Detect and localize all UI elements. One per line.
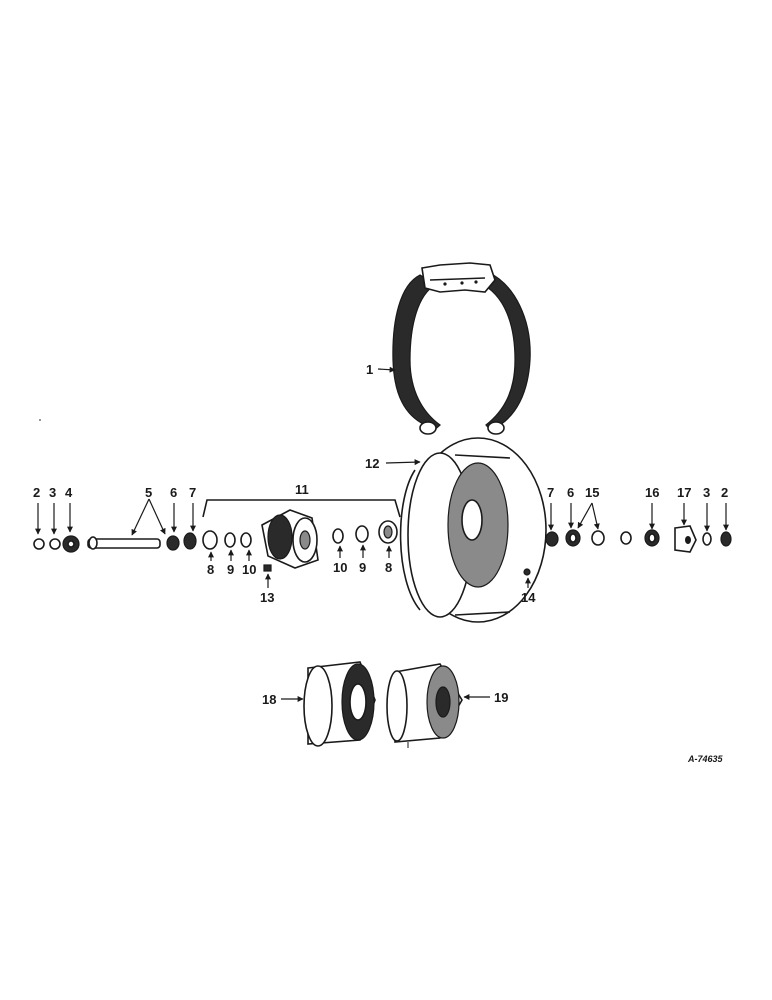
wheel-rim (399, 437, 547, 623)
washer-left (49, 538, 61, 550)
callout-6-left: 6 (170, 485, 177, 500)
callout-8-left: 8 (207, 562, 214, 577)
callout-7-left: 7 (189, 485, 196, 500)
callout-9-right: 9 (359, 560, 366, 575)
cup-left (202, 530, 218, 550)
callout-16: 16 (645, 485, 659, 500)
callout-11: 11 (295, 482, 309, 497)
callout-2-left: 2 (33, 485, 40, 500)
callout-17: 17 (677, 485, 691, 500)
hub-assembly (202, 509, 398, 572)
bracket-11 (202, 499, 401, 518)
callout-19: 19 (494, 690, 508, 705)
grease-fitting (263, 564, 272, 572)
callout-8-right: 8 (385, 560, 392, 575)
callout-10-right: 10 (333, 560, 347, 575)
callout-1: 1 (366, 362, 373, 377)
callout-3-left: 3 (49, 485, 56, 500)
drawing-id: A-74635 (687, 754, 724, 764)
callout-14: 14 (521, 590, 536, 605)
leader-lines (35, 366, 729, 702)
callout-7-right: 7 (547, 485, 554, 500)
callout-6-right: 6 (567, 485, 574, 500)
callout-13: 13 (260, 590, 274, 605)
hub-19 (386, 663, 463, 743)
left-axle-parts (33, 532, 197, 553)
nut-left (33, 538, 45, 550)
right-side-parts (523, 525, 732, 576)
bolt-14 (523, 568, 531, 576)
callout-18: 18 (262, 692, 276, 707)
axle (87, 538, 161, 549)
hub-18 (303, 661, 376, 747)
callout-2-right: 2 (721, 485, 728, 500)
spacer-left (166, 535, 180, 551)
callout-4: 4 (65, 485, 73, 500)
callout-3-right: 3 (703, 485, 710, 500)
callout-9-left: 9 (227, 562, 234, 577)
callout-10-left: 10 (242, 562, 256, 577)
retainer-left (183, 532, 197, 550)
callout-15: 15 (585, 485, 599, 500)
wheel-fork (392, 262, 531, 435)
callout-12: 12 (365, 456, 379, 471)
callout-5: 5 (145, 485, 152, 500)
callout-labels: 1 2 3 4 5 6 7 11 12 8 9 10 13 10 9 8 14 … (33, 362, 728, 764)
